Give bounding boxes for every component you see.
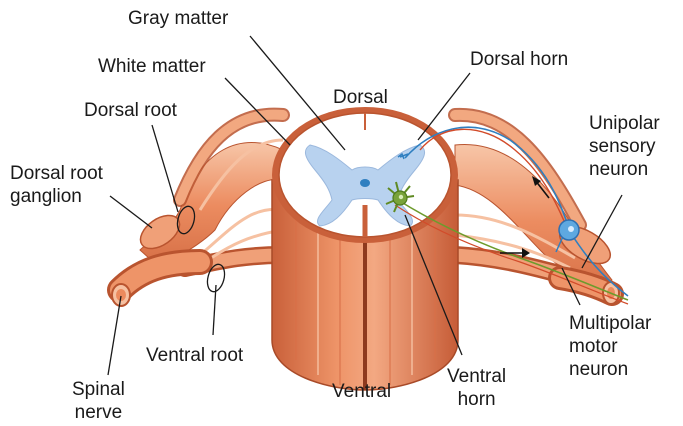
label-multipolar-line-1: Multipolar [569,312,651,335]
label-multipolar-motor-neuron: Multipolar motor neuron [569,312,651,381]
label-dorsal-root-ganglion-line-2: ganglion [10,185,103,208]
label-ventral-root: Ventral root [146,344,243,367]
label-dorsal-root: Dorsal root [84,99,177,122]
label-unipolar-line-1: Unipolar [589,112,660,135]
spinal-nerve-left [112,262,200,306]
label-spinal-nerve: Spinal nerve [72,378,125,424]
label-spinal-nerve-line-1: Spinal [72,378,125,401]
label-unipolar-line-2: sensory [589,135,660,158]
label-dorsal-root-ganglion-line-1: Dorsal root [10,162,103,185]
label-ventral-horn-line-2: horn [447,388,506,411]
label-unipolar-line-3: neuron [589,158,660,181]
label-ventral-horn-line-1: Ventral [447,365,506,388]
label-dorsal-root-ganglion: Dorsal root ganglion [10,162,103,208]
label-gray-matter: Gray matter [128,7,228,30]
label-dorsal: Dorsal [333,86,388,109]
label-spinal-nerve-line-2: nerve [72,401,125,424]
label-multipolar-line-2: motor [569,335,651,358]
spinal-cord [272,107,458,390]
label-ventral: Ventral [332,380,391,403]
label-ventral-horn: Ventral horn [447,365,506,411]
label-white-matter: White matter [98,55,206,78]
label-multipolar-line-3: neuron [569,358,651,381]
label-dorsal-horn: Dorsal horn [470,48,568,71]
central-canal [360,179,370,187]
label-unipolar-sensory-neuron: Unipolar sensory neuron [589,112,660,181]
